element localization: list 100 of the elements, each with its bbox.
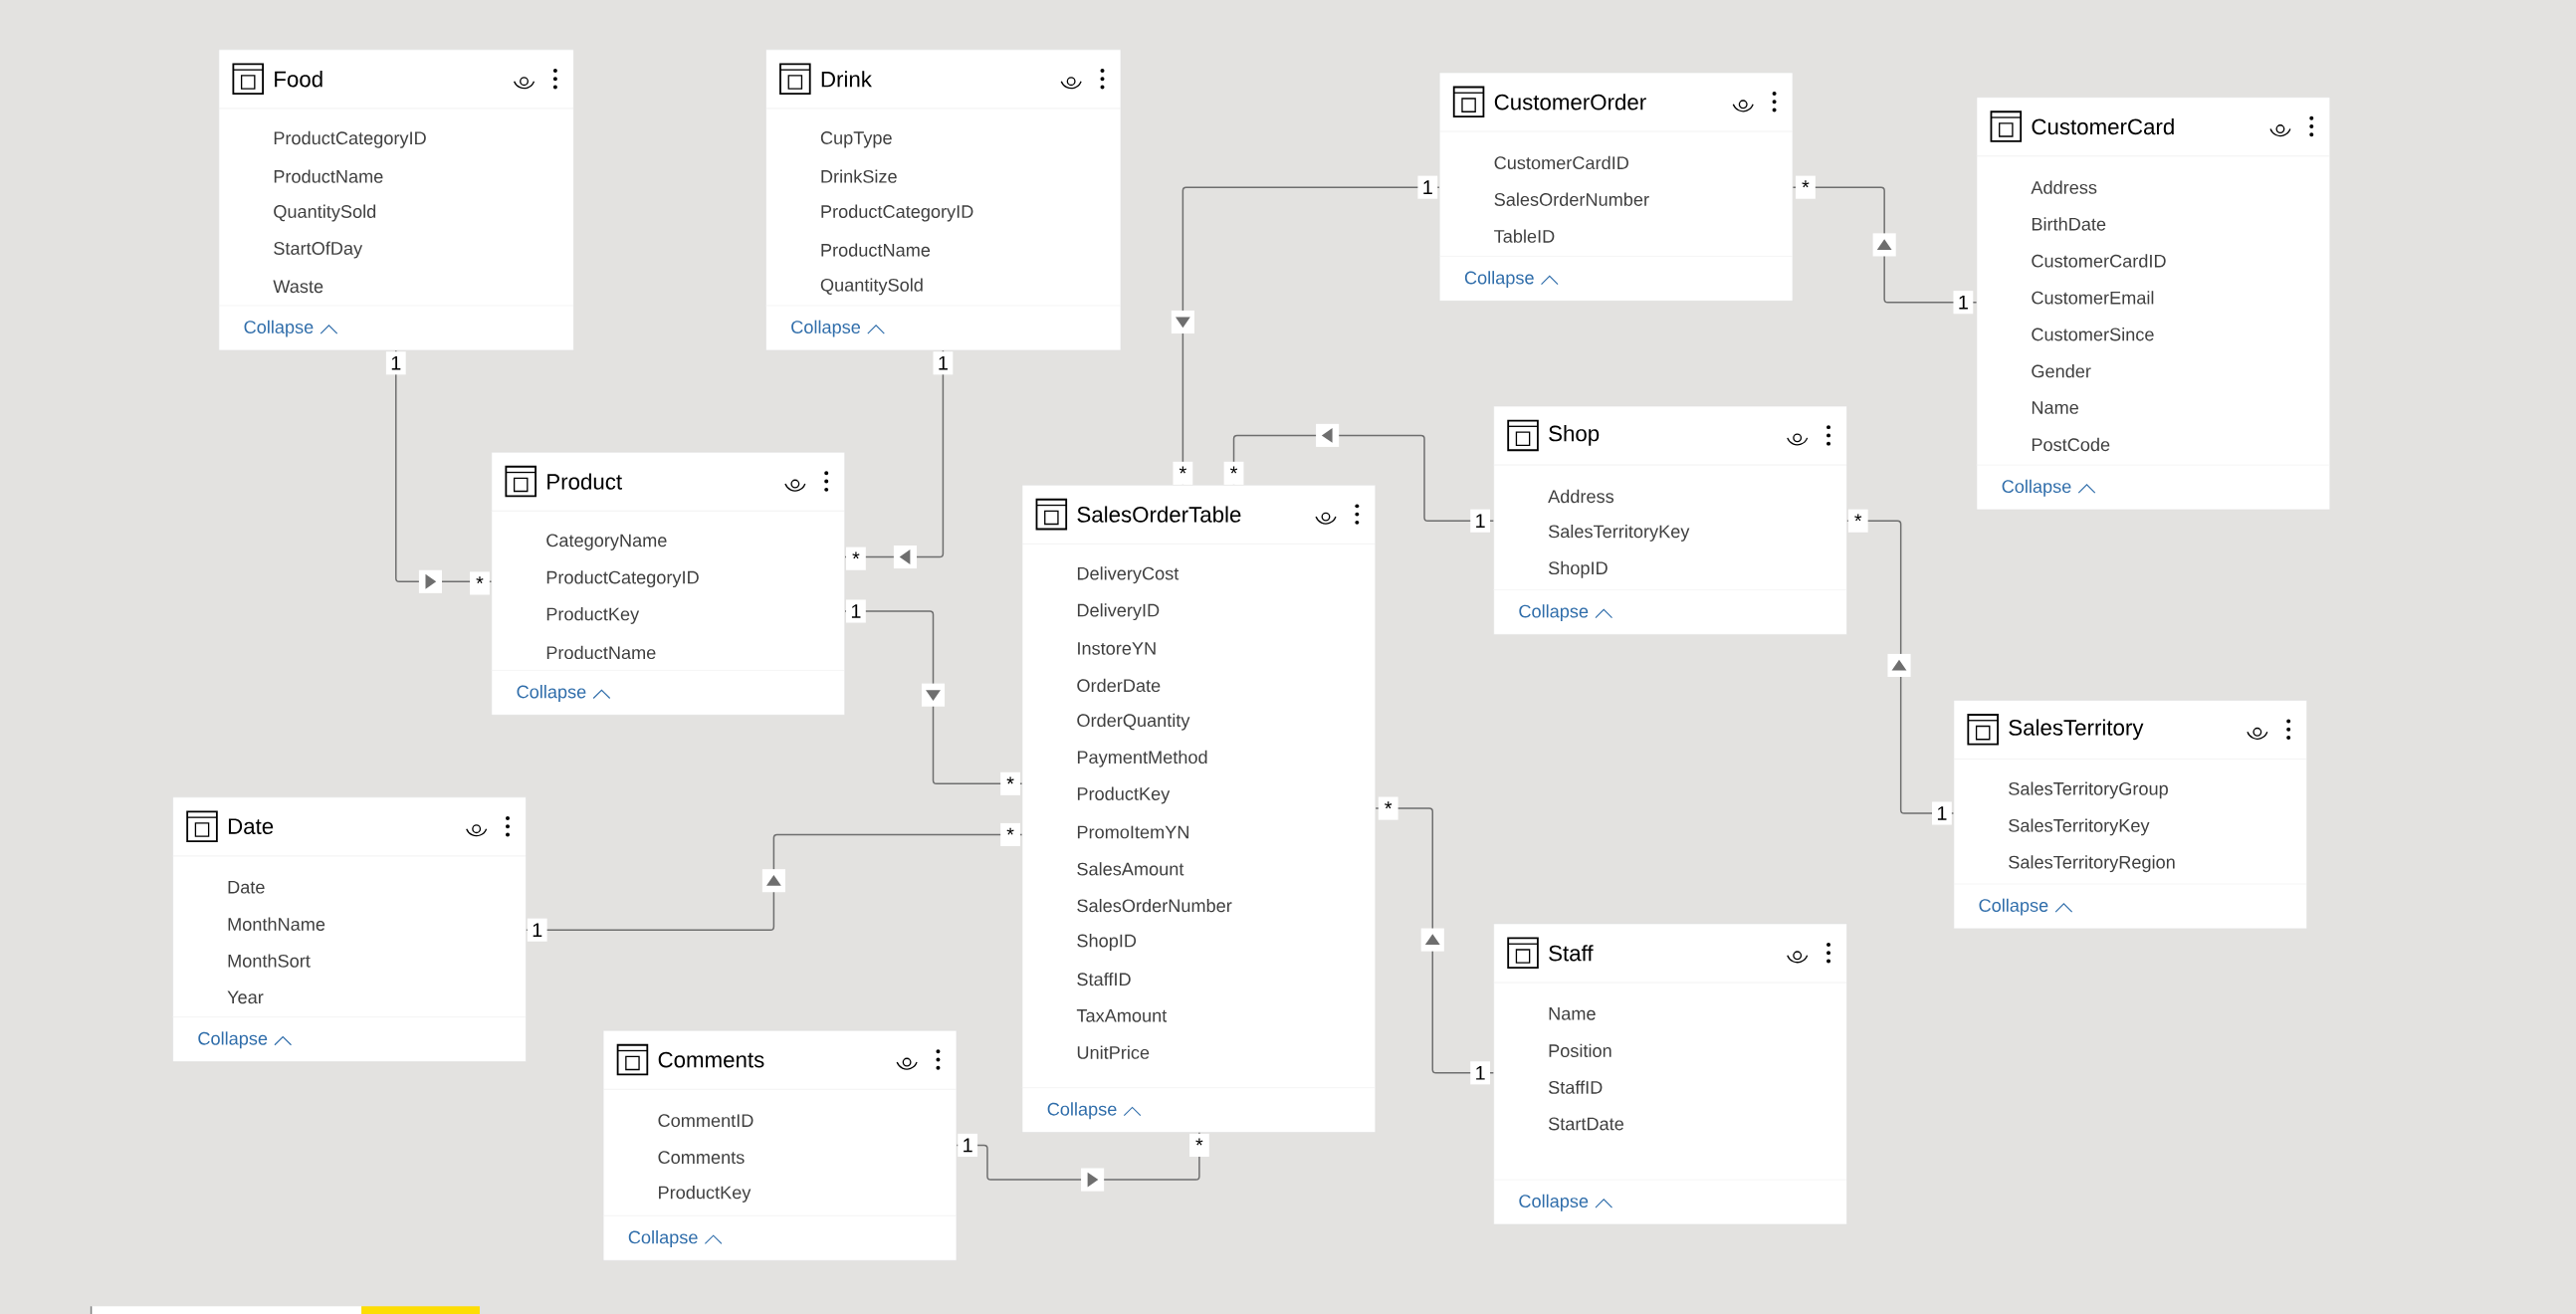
field-name: TaxAmount xyxy=(1076,1008,1168,1022)
field-name: StartOfDay xyxy=(274,241,363,259)
field-name: InstoreYN xyxy=(1078,641,1156,655)
field-name: ProductName xyxy=(274,169,383,183)
table-title: Staff xyxy=(1549,944,1594,962)
table-title: Product xyxy=(547,473,622,490)
relationship-line xyxy=(1232,423,1495,522)
table-title: Food xyxy=(275,70,322,88)
field-name: Name xyxy=(2032,400,2078,414)
table-title: CustomerOrder xyxy=(1494,93,1646,110)
relationship-line xyxy=(395,349,493,593)
collapse-link: Collapse xyxy=(244,320,314,337)
table-title: SalesTerritory xyxy=(2009,719,2144,741)
cardinality-label: * xyxy=(470,571,490,595)
field-name: CustomerCardID xyxy=(2032,254,2166,268)
field-name: ShopID xyxy=(1077,933,1137,951)
table-title: Date xyxy=(228,818,274,834)
field-name: DrinkSize xyxy=(821,169,897,183)
collapse-link: Collapse xyxy=(791,320,861,337)
table-title: Drink xyxy=(821,70,872,88)
collapse-link: Collapse xyxy=(1979,898,2048,916)
field-name: StartDate xyxy=(1548,1117,1623,1131)
field-name: Address xyxy=(2031,180,2097,194)
field-name: CommentID xyxy=(658,1114,753,1127)
relationship-line xyxy=(844,610,1023,784)
field-name: Year xyxy=(227,990,264,1003)
field-name: SalesAmount xyxy=(1077,861,1184,876)
field-name: SalesTerritoryKey xyxy=(1548,524,1690,542)
field-name: CustomerEmail xyxy=(2032,291,2154,305)
relationship-line xyxy=(526,833,1023,931)
field-name: Name xyxy=(1549,1006,1596,1020)
cardinality-label: 1 xyxy=(958,1133,978,1157)
relationship-line xyxy=(1846,520,1955,814)
field-name: UnitPrice xyxy=(1077,1045,1150,1059)
field-name: PromoItemYN xyxy=(1077,825,1188,839)
collapse-link: Collapse xyxy=(1047,1102,1117,1119)
field-name: Comments xyxy=(658,1151,745,1164)
field-name: PostCode xyxy=(2032,437,2110,451)
field-name: QuantitySold xyxy=(274,204,376,222)
field-name: SalesOrderNumber xyxy=(1077,898,1232,913)
field-name: TableID xyxy=(1494,229,1555,243)
table-title: Comments xyxy=(658,1051,764,1068)
field-name: OrderDate xyxy=(1077,678,1161,692)
field-name: DeliveryID xyxy=(1077,603,1160,620)
field-name: SalesTerritoryKey xyxy=(2009,818,2150,836)
relationship-line xyxy=(956,1131,1200,1192)
field-name: ProductKey xyxy=(1077,786,1171,804)
field-name: Date xyxy=(228,880,265,894)
cardinality-label: * xyxy=(1173,461,1193,485)
field-name: Waste xyxy=(273,280,323,293)
collapse-link: Collapse xyxy=(1464,270,1534,288)
collapse-link: Collapse xyxy=(628,1229,698,1247)
field-name: SalesTerritoryGroup xyxy=(2009,781,2168,799)
table-title: Shop xyxy=(1549,424,1600,446)
field-name: CupType xyxy=(820,130,892,148)
cardinality-label: 1 xyxy=(1470,509,1491,533)
field-name: ProductCategoryID xyxy=(274,130,426,148)
field-name: PaymentMethod xyxy=(1077,750,1207,767)
field-name: MonthSort xyxy=(228,954,311,968)
cardinality-label: * xyxy=(1000,771,1020,795)
field-name: Address xyxy=(1548,489,1614,503)
field-name: ProductName xyxy=(821,243,931,257)
cardinality-label: 1 xyxy=(1417,175,1438,199)
field-name: MonthName xyxy=(228,917,325,931)
field-name: StaffID xyxy=(1548,1080,1603,1094)
collapse-link: Collapse xyxy=(1519,604,1589,621)
field-name: SalesTerritoryRegion xyxy=(2009,855,2175,872)
cardinality-label: 1 xyxy=(933,351,954,375)
cardinality-label: 1 xyxy=(846,599,866,623)
field-name: ShopID xyxy=(1548,560,1608,578)
cardinality-label: * xyxy=(1000,822,1020,846)
field-name: BirthDate xyxy=(2032,217,2106,231)
field-name: DeliveryCost xyxy=(1077,566,1180,583)
table-title: SalesOrderTable xyxy=(1077,506,1241,523)
relationship-line xyxy=(1792,186,1978,304)
field-name: ProductCategoryID xyxy=(821,204,973,222)
collapse-link: Collapse xyxy=(198,1031,268,1049)
field-name: ProductName xyxy=(546,645,656,659)
table-title: CustomerCard xyxy=(2032,117,2174,135)
cardinality-label: 1 xyxy=(1470,1061,1491,1085)
field-name: QuantitySold xyxy=(820,278,923,296)
field-name: Position xyxy=(1549,1043,1611,1057)
cardinality-label: 1 xyxy=(1953,290,1974,315)
relationship-line xyxy=(1375,807,1495,1074)
field-name: ProductKey xyxy=(546,606,640,624)
collapse-link: Collapse xyxy=(1519,1194,1589,1211)
field-name: Gender xyxy=(2032,363,2091,378)
field-name: OrderQuantity xyxy=(1077,713,1190,731)
field-name: CustomerSince xyxy=(2032,327,2154,341)
cardinality-label: 1 xyxy=(1932,801,1952,825)
cardinality-label: * xyxy=(846,547,866,570)
field-name: ProductKey xyxy=(659,1185,751,1203)
collapse-link: Collapse xyxy=(517,684,586,702)
field-name: CustomerCardID xyxy=(1494,155,1628,169)
collapse-link: Collapse xyxy=(2002,479,2071,497)
field-name: StaffID xyxy=(1077,972,1131,986)
field-name: ProductCategoryID xyxy=(546,570,699,587)
field-name: CategoryName xyxy=(546,534,667,550)
cardinality-label: * xyxy=(1796,175,1816,199)
cardinality-label: 1 xyxy=(385,351,406,375)
